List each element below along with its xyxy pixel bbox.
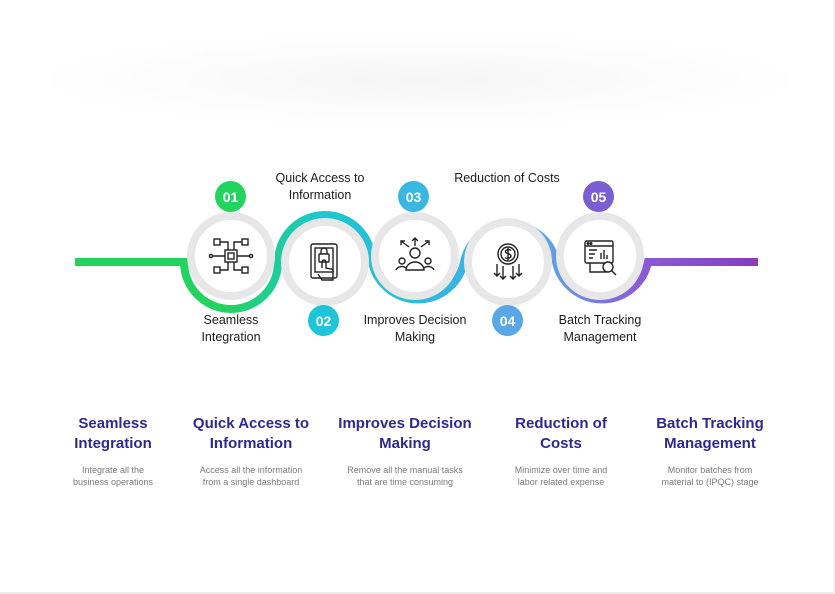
benefit-card-title: Seamless Integration <box>74 415 152 452</box>
flow-label-2: Quick Access to Information <box>275 171 365 202</box>
benefit-card-description: Access all the information from a single… <box>199 465 303 487</box>
decision-arrows-person-icon <box>395 237 435 271</box>
step-circle-5 <box>556 212 644 300</box>
flow-label-1: Seamless Integration <box>201 313 261 344</box>
step-number-badge-1: 01 <box>215 181 246 212</box>
step-number-badge-5: 05 <box>583 181 614 212</box>
benefit-card-3: Improves Decision Making Remove all the … <box>335 414 475 488</box>
step-number-badge-4: 04 <box>492 305 523 336</box>
benefit-card-description: Integrate all the business operations <box>72 465 154 487</box>
step-circle-3 <box>371 212 459 300</box>
benefit-card-title: Batch Tracking Management <box>656 415 764 452</box>
step-number-badge-2: 02 <box>308 305 339 336</box>
benefit-card-4: Reduction of Costs Minimize over time an… <box>491 414 631 488</box>
right-border <box>833 0 835 594</box>
flow-label-5: Batch Tracking Management <box>558 313 642 344</box>
benefit-card-5: Batch Tracking Management Monitor batche… <box>640 414 780 488</box>
step-circle-1 <box>187 212 275 300</box>
circuit-chip-icon <box>208 238 254 274</box>
flow-label-3: Improves Decision Making <box>363 313 467 344</box>
flow-label-4: Reduction of Costs <box>454 171 560 185</box>
benefit-card-description: Monitor batches from material to (IPQC) … <box>661 465 759 487</box>
dollar-coin-down-arrows-icon <box>493 243 523 280</box>
benefit-card-title: Reduction of Costs <box>515 415 607 452</box>
benefit-card-2: Quick Access to Information Access all t… <box>181 414 321 488</box>
touch-access-door-icon <box>310 243 338 281</box>
bottom-border <box>0 592 835 594</box>
benefit-card-description: Remove all the manual tasks that are tim… <box>347 465 463 487</box>
benefit-card-title: Quick Access to Information <box>192 415 310 452</box>
dashboard-magnifier-icon <box>584 240 617 276</box>
benefit-card-1: Seamless Integration Integrate all the b… <box>43 414 183 488</box>
step-number-badge-3: 03 <box>398 181 429 212</box>
benefit-card-title: Improves Decision Making <box>338 415 472 452</box>
benefit-card-description: Minimize over time and labor related exp… <box>514 465 608 487</box>
step-circle-4 <box>464 218 552 306</box>
background-glow <box>30 30 810 130</box>
